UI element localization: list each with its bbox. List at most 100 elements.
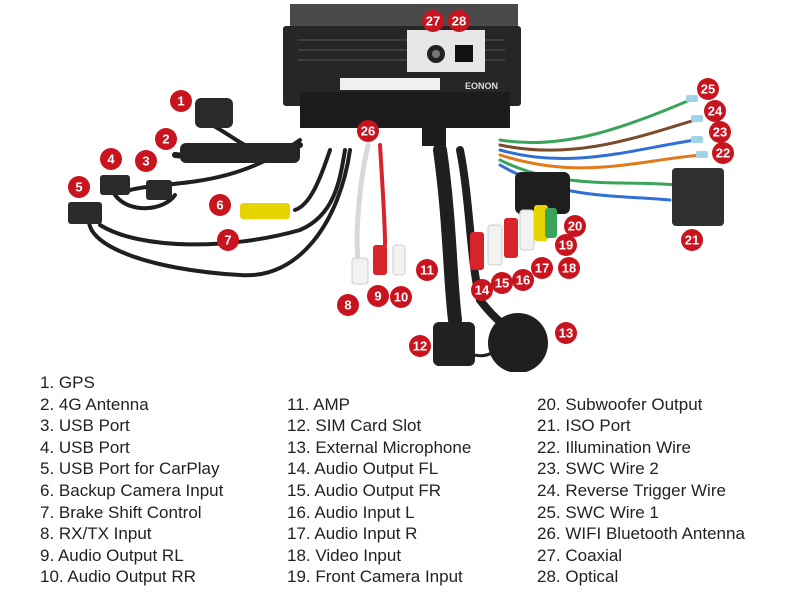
legend-item: 18. Video Input [287,545,402,565]
rca-plugs [351,205,557,285]
callout-badge-label: 25 [701,82,715,97]
callout-badge-10: 10 [390,286,412,308]
callout-badge-9: 9 [367,285,389,307]
callout-badge-label: 26 [361,124,375,139]
callout-badge-label: 4 [107,152,115,167]
callout-badge-19: 19 [555,234,577,256]
callout-badge-5: 5 [68,176,90,198]
callout-badge-label: 18 [562,261,576,276]
legend-item: 21. ISO Port [537,416,631,436]
callout-badge-label: 11 [420,263,434,278]
legend-item: 8. RX/TX Input [40,524,152,544]
legend-item: 28. Optical [537,567,619,587]
callout-badge-25: 25 [697,78,719,100]
callout-badge-label: 1 [177,94,184,109]
callout-badge-label: 22 [716,146,730,161]
callout-badge-21: 21 [681,229,703,251]
callout-badge-label: 8 [344,298,351,313]
microphone-icon [488,313,548,372]
callout-badge-label: 5 [75,180,82,195]
legend-item: 20. Subwoofer Output [537,394,703,414]
callout-badge-20: 20 [564,215,586,237]
legend-item: 6. Backup Camera Input [40,480,224,500]
legend-item: 13. External Microphone [287,437,472,457]
callout-badge-label: 15 [495,276,509,291]
legend: 1. GPS 2. 4G Antenna 3. USB Port 4. USB … [40,372,800,600]
callout-badge-label: 12 [413,339,427,354]
callout-badge-11: 11 [416,259,438,281]
legend-item: 16. Audio Input L [287,502,415,522]
legend-item: 3. USB Port [40,416,130,436]
subwoofer-connector-icon [515,172,570,214]
usb-carplay-icon [68,202,102,224]
callout-badge-label: 23 [713,125,727,140]
callout-badge-23: 23 [709,121,731,143]
callout-badge-4: 4 [100,148,122,170]
legend-item: 26. WIFI Bluetooth Antenna [537,524,745,544]
iso-port-icon [672,168,724,226]
legend-item: 12. SIM Card Slot [287,416,422,436]
callout-badge-label: 28 [452,14,466,29]
legend-item: 23. SWC Wire 2 [537,459,659,479]
callout-badge-label: 10 [394,290,408,305]
callout-badge-22: 22 [712,142,734,164]
callout-badge-2: 2 [155,128,177,150]
callout-badge-label: 20 [568,219,582,234]
legend-item: 11. AMP [287,394,350,414]
callout-badge-14: 14 [471,279,493,301]
callout-badge-label: 6 [216,198,223,213]
legend-column-1: 1. GPS 2. 4G Antenna 3. USB Port 4. USB … [40,372,223,588]
callout-badge-12: 12 [409,335,431,357]
callout-badge-1: 1 [170,90,192,112]
4g-antenna-icon [180,143,300,163]
legend-item: 19. Front Camera Input [287,567,463,587]
legend-item: 10. Audio Output RR [40,567,196,587]
wiring-diagram: EONON [68,4,734,372]
legend-item: 9. Audio Output RL [40,545,184,565]
usb-port-4-icon [100,175,130,195]
legend-item: 27. Coaxial [537,545,623,565]
callout-badge-15: 15 [491,272,513,294]
legend-item: 24. Reverse Trigger Wire [537,480,726,500]
callout-badge-16: 16 [512,269,534,291]
callout-badge-8: 8 [337,294,359,316]
callout-badge-17: 17 [531,257,553,279]
backup-camera-connector-icon [240,203,290,219]
components [68,98,724,372]
callout-badge-24: 24 [704,100,726,122]
legend-item: 1. GPS [40,373,95,392]
callout-badge-18: 18 [558,257,580,279]
amp-connector-icon [422,120,446,146]
callout-badge-label: 19 [559,238,573,253]
callout-badge-28: 28 [448,10,470,32]
callout-badge-27: 27 [422,10,444,32]
callout-badge-label: 21 [685,233,699,248]
legend-column-3: 20. Subwoofer Output 21. ISO Port 22. Il… [537,372,745,588]
legend-item: 22. Illumination Wire [537,437,692,457]
legend-item: 7. Brake Shift Control [40,502,202,522]
callout-badge-label: 14 [475,283,490,298]
legend-column-2: 11. AMP 12. SIM Card Slot 13. External M… [287,372,471,588]
legend-item: 2. 4G Antenna [40,394,149,414]
gps-antenna-icon [195,98,233,128]
callout-badge-13: 13 [555,322,577,344]
legend-item: 4. USB Port [40,437,130,457]
callout-badge-label: 24 [708,104,723,119]
callout-badge-label: 27 [426,14,440,29]
callout-badge-label: 2 [162,132,169,147]
sim-card-slot-icon [433,322,475,366]
legend-item: 5. USB Port for CarPlay [40,459,220,479]
brand-logo: EONON [465,81,498,91]
callout-badge-7: 7 [217,229,239,251]
usb-port-3-icon [146,180,172,200]
legend-item: 15. Audio Output FR [287,480,442,500]
callout-badge-label: 16 [516,273,530,288]
callout-badge-label: 9 [374,289,381,304]
callout-badge-26: 26 [357,120,379,142]
legend-item: 25. SWC Wire 1 [537,502,659,522]
head-unit: EONON [283,4,521,128]
callout-badge-label: 7 [224,233,231,248]
callout-badge-3: 3 [135,150,157,172]
callout-badge-label: 17 [535,261,549,276]
